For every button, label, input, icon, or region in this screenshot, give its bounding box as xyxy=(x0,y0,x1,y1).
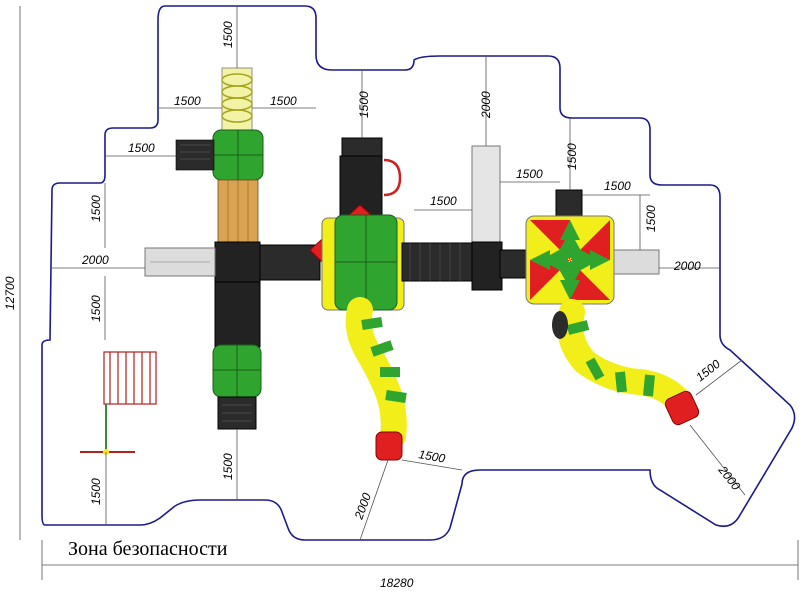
dim-center-top: 1500 xyxy=(357,91,371,118)
dim-wall-right: 1500 xyxy=(516,167,543,181)
slide-2 xyxy=(552,299,700,426)
overall-height-label: 12700 xyxy=(3,276,17,310)
dim-right-side: 1500 xyxy=(644,205,658,232)
overall-width-label: 18280 xyxy=(380,576,414,590)
dim-right-mid: 1500 xyxy=(604,179,631,193)
safety-zone-caption: Зона безопасности xyxy=(68,538,228,560)
dim-tower-right: 1500 xyxy=(270,94,297,108)
bridge xyxy=(401,145,529,291)
dim-slide1-bottom: 2000 xyxy=(351,491,374,522)
center-tower xyxy=(309,137,411,311)
dim-left-mid-upper: 1500 xyxy=(89,195,103,222)
dim-slide1-side: 1500 xyxy=(417,447,446,465)
dim-tower-left: 1500 xyxy=(174,94,201,108)
rope-ladder xyxy=(80,351,157,455)
dim-left-mid-lower: 1500 xyxy=(89,295,103,322)
dimension-lines xyxy=(52,6,746,541)
main-platform xyxy=(144,241,321,430)
dim-left-bottom: 1500 xyxy=(89,478,103,505)
dim-right-slide: 2000 xyxy=(673,259,701,273)
dim-wall-left: 1500 xyxy=(430,194,457,208)
dim-slide2-side: 1500 xyxy=(693,357,723,385)
safety-zone-outline xyxy=(41,5,796,541)
dim-left-upper: 1500 xyxy=(128,141,155,155)
right-tower xyxy=(525,189,660,305)
slide-1 xyxy=(345,297,407,461)
dim-top-tower: 1500 xyxy=(221,21,235,48)
dim-right-top: 1500 xyxy=(565,143,579,170)
dim-bottom-tower: 1500 xyxy=(221,453,235,480)
dim-wall-top: 2000 xyxy=(479,91,493,119)
left-tower xyxy=(175,67,264,243)
dim-left-slide: 2000 xyxy=(81,253,109,267)
dim-slide2-bottom: 2000 xyxy=(715,462,743,493)
